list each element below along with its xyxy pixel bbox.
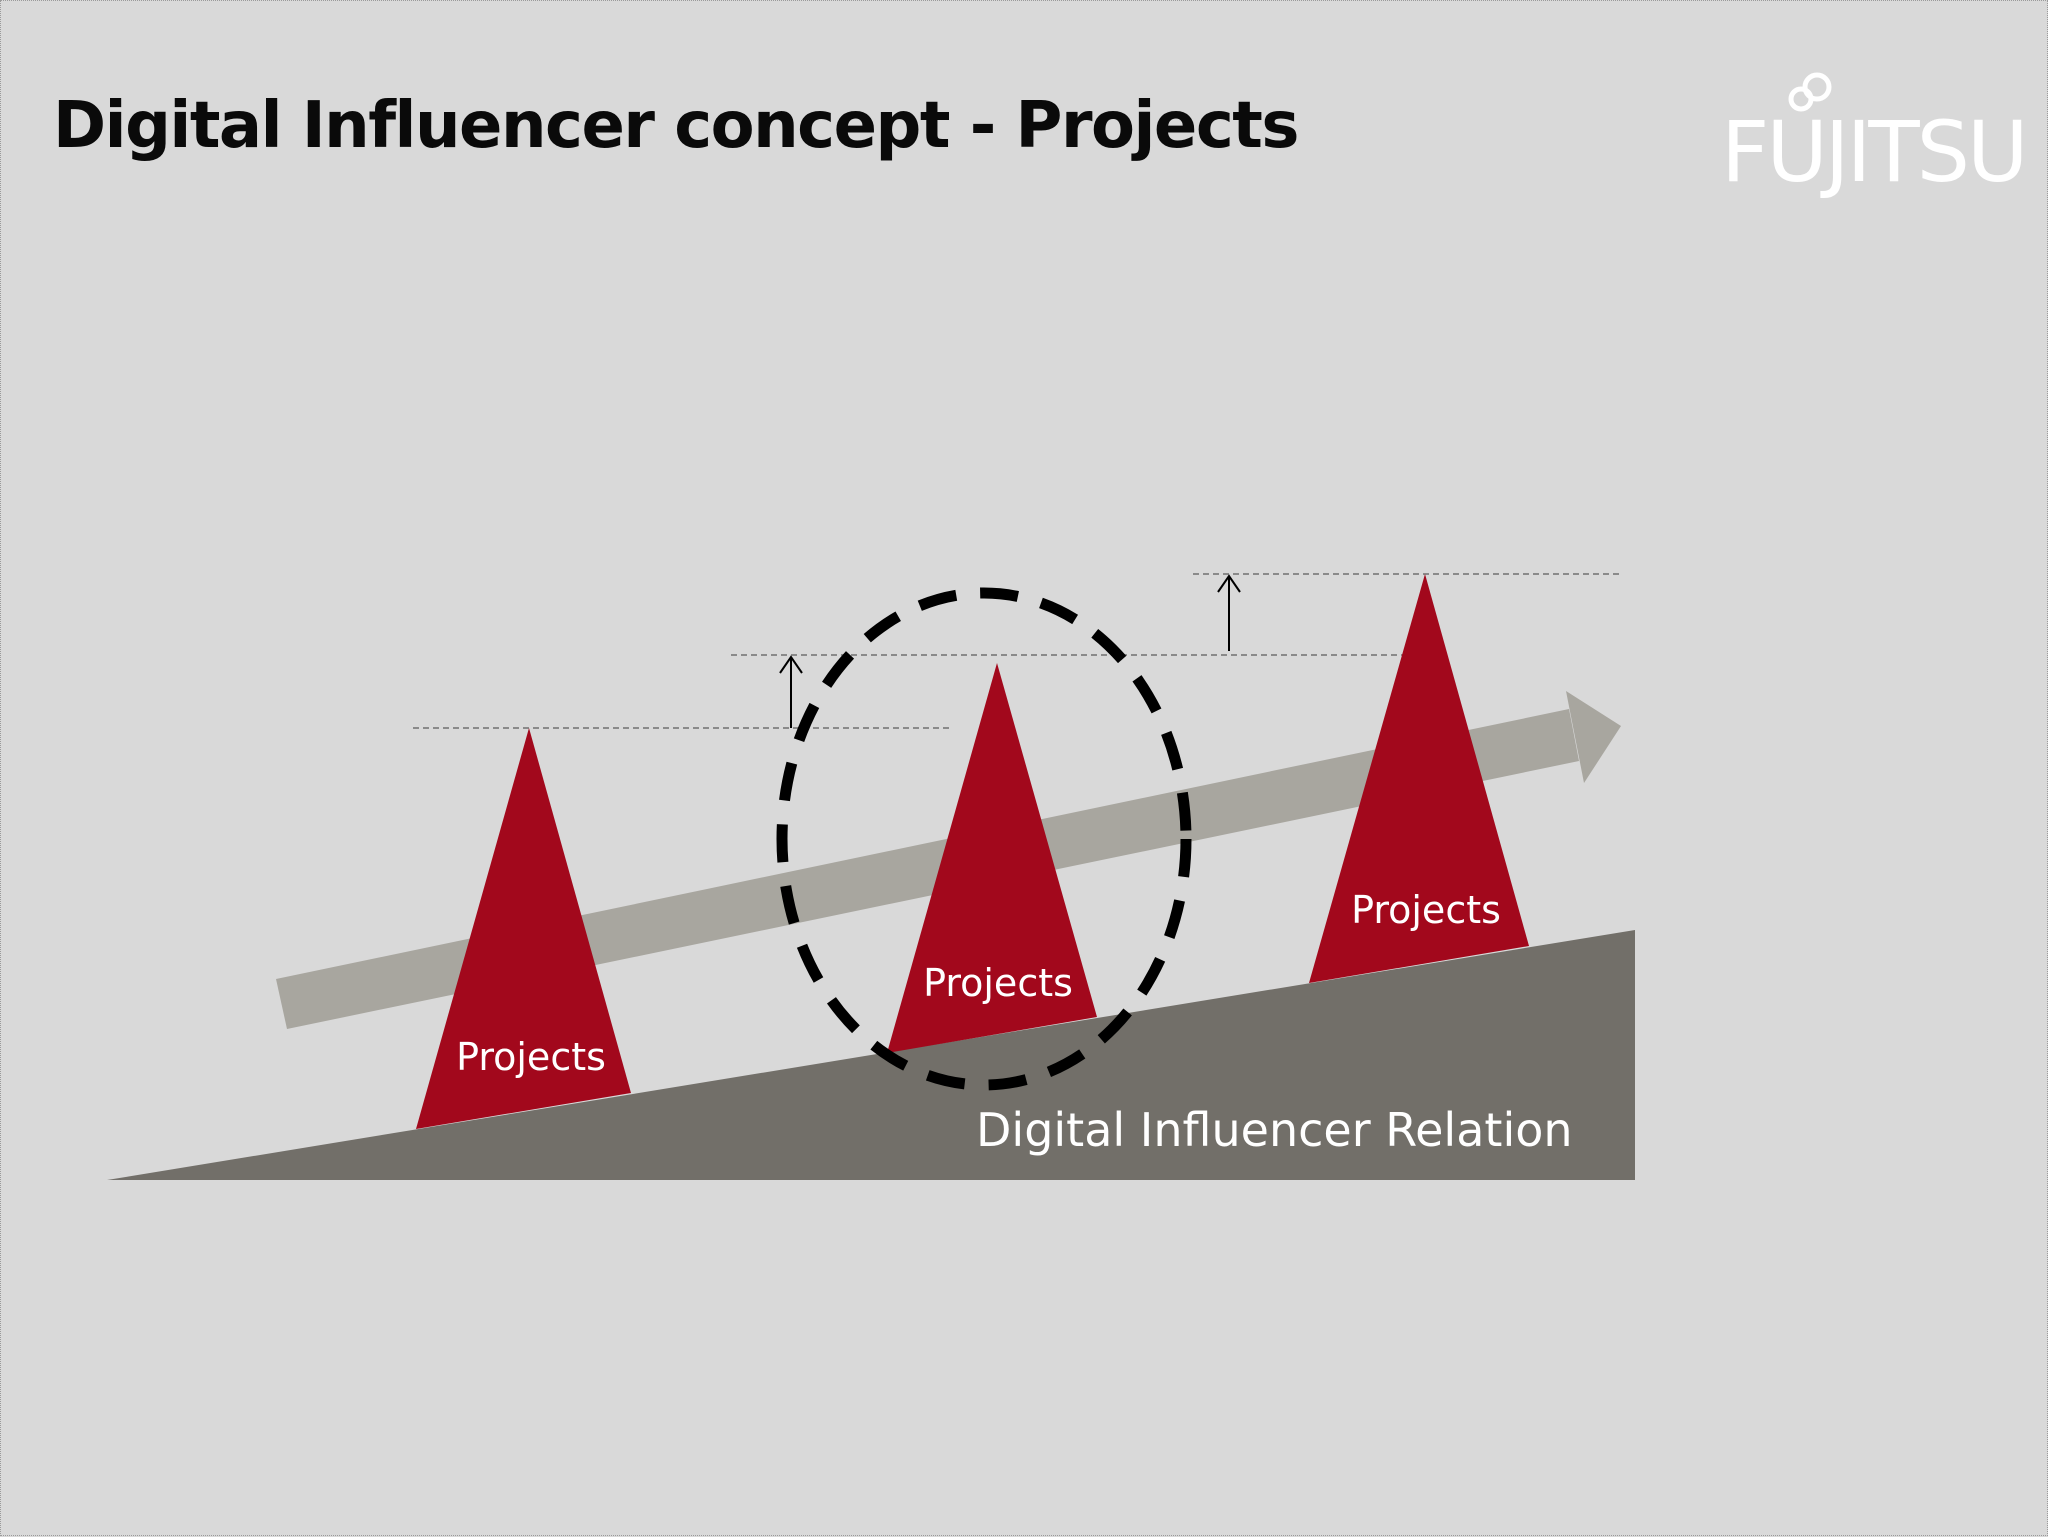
arrow-up-icon	[779, 655, 803, 728]
page-title: Digital Influencer concept - Projects	[53, 89, 1298, 163]
project-label-2: Projects	[923, 961, 1073, 1005]
brand-wordmark: FUJITSU	[1721, 103, 2025, 201]
arrow-up-icon	[1217, 574, 1241, 651]
influencer-relation-ramp	[107, 930, 1635, 1180]
fujitsu-logo: FUJITSU	[1721, 72, 2028, 201]
influencer-relation-label: Digital Influencer Relation	[976, 1103, 1573, 1157]
trend-arrow-icon	[276, 691, 1621, 1029]
project-label-3: Projects	[1351, 888, 1501, 932]
infinity-icon	[1788, 72, 1832, 112]
project-peak-2	[887, 663, 1097, 1053]
project-peak-3	[1309, 574, 1529, 983]
highlight-ellipse	[776, 587, 1192, 1091]
project-peak-1	[416, 728, 631, 1129]
project-label-1: Projects	[456, 1035, 606, 1079]
